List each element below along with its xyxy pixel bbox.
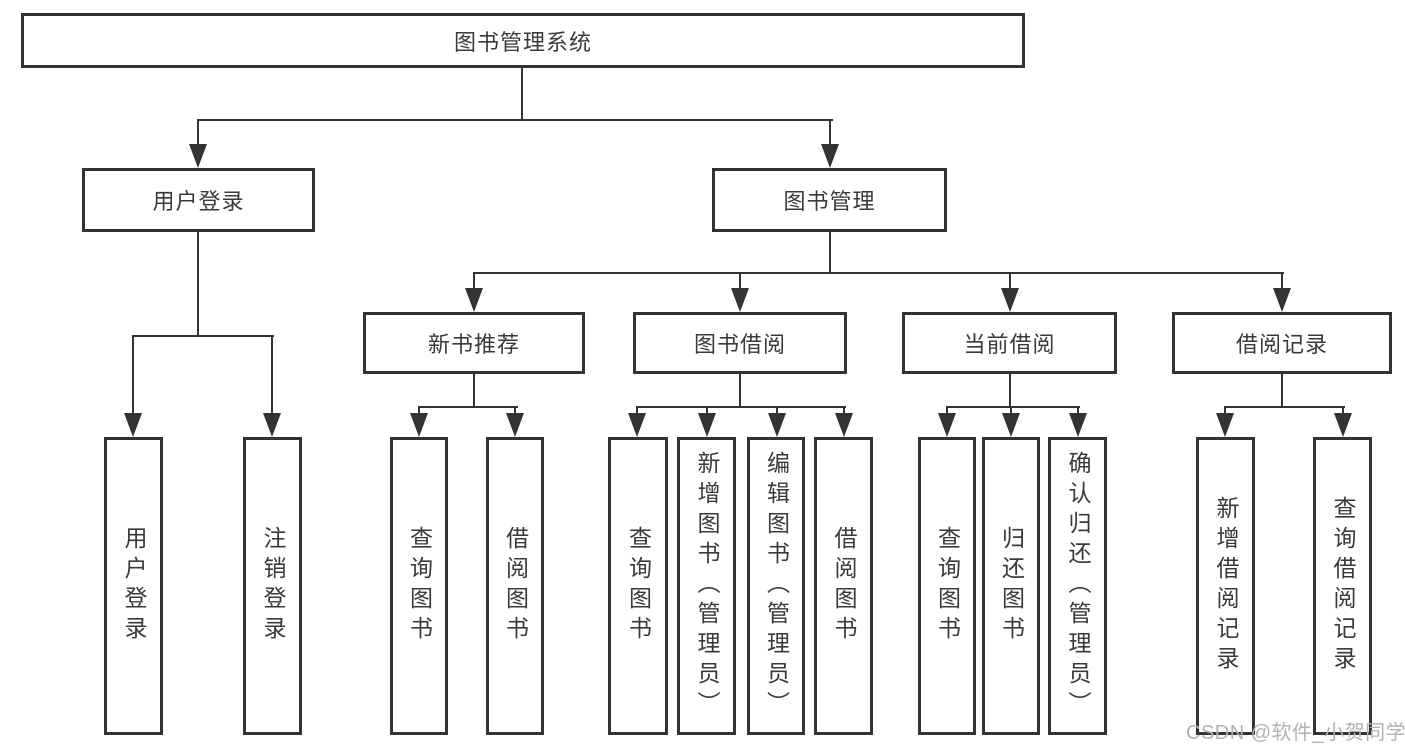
node-book-management: 图书管理 bbox=[712, 168, 947, 232]
edge-book-mgmt-trunk bbox=[829, 232, 831, 274]
node-label: 查询图书 bbox=[934, 526, 961, 646]
edge-book-borrow-crossbar bbox=[636, 406, 846, 408]
arrowhead-to-book-mgmt bbox=[821, 144, 839, 168]
edge-to-leaf-logout-stub bbox=[271, 335, 273, 417]
edge-borrow-record-stub-1 bbox=[1224, 406, 1226, 416]
leaf-query-book-borrow: 查询图书 bbox=[608, 437, 668, 735]
edge-current-borrow-stub-1 bbox=[946, 406, 948, 416]
edge-current-borrow-stub-3 bbox=[1077, 406, 1079, 416]
node-label: 注销登录 bbox=[260, 526, 286, 646]
edge-book-borrow-stub-2 bbox=[706, 406, 708, 416]
arrowhead-book-borrow-leaf-4 bbox=[835, 413, 853, 437]
edge-root-to-user-login-stub bbox=[197, 119, 199, 149]
arrowhead-borrow-record-leaf-1 bbox=[1216, 413, 1234, 437]
node-label: 查询图书 bbox=[406, 526, 433, 646]
edge-borrow-record-stub-2 bbox=[1342, 406, 1344, 416]
edge-root-trunk bbox=[521, 68, 523, 121]
node-label: 图书管理 bbox=[783, 189, 876, 214]
edge-user-login-trunk bbox=[197, 232, 199, 337]
arrowhead-to-borrow-record bbox=[1273, 288, 1291, 312]
edge-book-borrow-stub-3 bbox=[776, 406, 778, 416]
csdn-watermark: CSDN @软件_小贺同学 bbox=[1186, 722, 1405, 744]
edge-to-current-borrow-stub bbox=[1009, 272, 1011, 292]
edge-new-book-crossbar bbox=[418, 406, 518, 408]
node-label: 新增借阅记录 bbox=[1213, 496, 1239, 676]
node-current-borrow: 当前借阅 bbox=[902, 312, 1117, 374]
arrowhead-to-leaf-user-login bbox=[124, 413, 142, 437]
edge-to-leaf-user-login-stub bbox=[132, 335, 134, 417]
node-label: 新书推荐 bbox=[427, 332, 520, 357]
node-borrow-record: 借阅记录 bbox=[1172, 312, 1392, 374]
edge-new-book-stub-1 bbox=[418, 406, 420, 416]
node-label: 借阅图书 bbox=[831, 526, 857, 646]
leaf-add-borrow-record: 新增借阅记录 bbox=[1196, 437, 1255, 735]
edge-root-to-book-mgmt-stub bbox=[829, 119, 831, 149]
arrowhead-to-user-login bbox=[189, 144, 207, 168]
edge-to-borrow-record-stub bbox=[1281, 272, 1283, 292]
arrowhead-to-current-borrow bbox=[1001, 288, 1019, 312]
edge-current-borrow-stub-2 bbox=[1010, 406, 1012, 416]
node-library-system: 图书管理系统 bbox=[21, 13, 1025, 68]
node-label: 新增图书（管理员） bbox=[694, 451, 720, 721]
leaf-query-borrow-record: 查询借阅记录 bbox=[1313, 437, 1372, 735]
node-label: 查询图书 bbox=[625, 526, 652, 646]
leaf-query-book-recommend: 查询图书 bbox=[390, 437, 448, 735]
edge-current-borrow-trunk bbox=[1009, 374, 1011, 408]
leaf-edit-book-admin: 编辑图书（管理员） bbox=[747, 437, 805, 735]
leaf-add-book-admin: 新增图书（管理员） bbox=[677, 437, 736, 735]
arrowhead-new-book-leaf-2 bbox=[506, 413, 524, 437]
node-label: 确认归还（管理员） bbox=[1065, 451, 1091, 721]
leaf-confirm-return-admin: 确认归还（管理员） bbox=[1048, 437, 1107, 735]
arrowhead-to-leaf-logout bbox=[263, 413, 281, 437]
edge-book-borrow-trunk bbox=[739, 374, 741, 408]
arrowhead-current-borrow-leaf-2 bbox=[1002, 413, 1020, 437]
arrowhead-current-borrow-leaf-1 bbox=[938, 413, 956, 437]
edge-user-login-crossbar bbox=[132, 335, 274, 337]
arrowhead-book-borrow-leaf-3 bbox=[768, 413, 786, 437]
node-label: 当前借阅 bbox=[963, 332, 1056, 357]
arrowhead-book-borrow-leaf-2 bbox=[698, 413, 716, 437]
edge-to-new-book-stub bbox=[473, 272, 475, 292]
arrowhead-new-book-leaf-1 bbox=[410, 413, 428, 437]
edge-new-book-trunk bbox=[473, 374, 475, 408]
edge-current-borrow-crossbar bbox=[946, 406, 1080, 408]
edge-book-borrow-stub-1 bbox=[636, 406, 638, 416]
arrowhead-book-borrow-leaf-1 bbox=[628, 413, 646, 437]
edge-new-book-stub-2 bbox=[514, 406, 516, 416]
node-user-login: 用户登录 bbox=[82, 168, 315, 232]
edge-to-book-borrow-stub bbox=[739, 272, 741, 292]
leaf-logout: 注销登录 bbox=[243, 437, 302, 735]
node-label: 借阅图书 bbox=[502, 526, 529, 646]
leaf-return-book: 归还图书 bbox=[982, 437, 1040, 735]
leaf-borrow-book: 借阅图书 bbox=[814, 437, 873, 735]
arrowhead-borrow-record-leaf-2 bbox=[1334, 413, 1352, 437]
edge-root-crossbar bbox=[197, 119, 833, 121]
node-label: 借阅记录 bbox=[1235, 332, 1328, 357]
node-new-book-recommend: 新书推荐 bbox=[363, 312, 585, 374]
node-label: 编辑图书（管理员） bbox=[763, 451, 790, 721]
edge-book-mgmt-crossbar bbox=[473, 272, 1284, 274]
node-label: 用户登录 bbox=[152, 189, 245, 214]
arrowhead-to-book-borrow bbox=[731, 288, 749, 312]
leaf-user-login: 用户登录 bbox=[104, 437, 163, 735]
leaf-borrow-book-recommend: 借阅图书 bbox=[486, 437, 544, 735]
node-label: 图书管理系统 bbox=[453, 29, 592, 55]
node-label: 查询借阅记录 bbox=[1330, 496, 1356, 676]
edge-borrow-record-crossbar bbox=[1224, 406, 1345, 408]
node-book-borrow: 图书借阅 bbox=[633, 312, 847, 374]
leaf-query-book-current: 查询图书 bbox=[918, 437, 976, 735]
edge-book-borrow-stub-4 bbox=[843, 406, 845, 416]
node-label: 用户登录 bbox=[121, 526, 147, 646]
node-label: 归还图书 bbox=[998, 526, 1025, 646]
arrowhead-to-new-book bbox=[465, 288, 483, 312]
node-label: 图书借阅 bbox=[693, 332, 786, 357]
arrowhead-current-borrow-leaf-3 bbox=[1069, 413, 1087, 437]
edge-borrow-record-trunk bbox=[1281, 374, 1283, 408]
